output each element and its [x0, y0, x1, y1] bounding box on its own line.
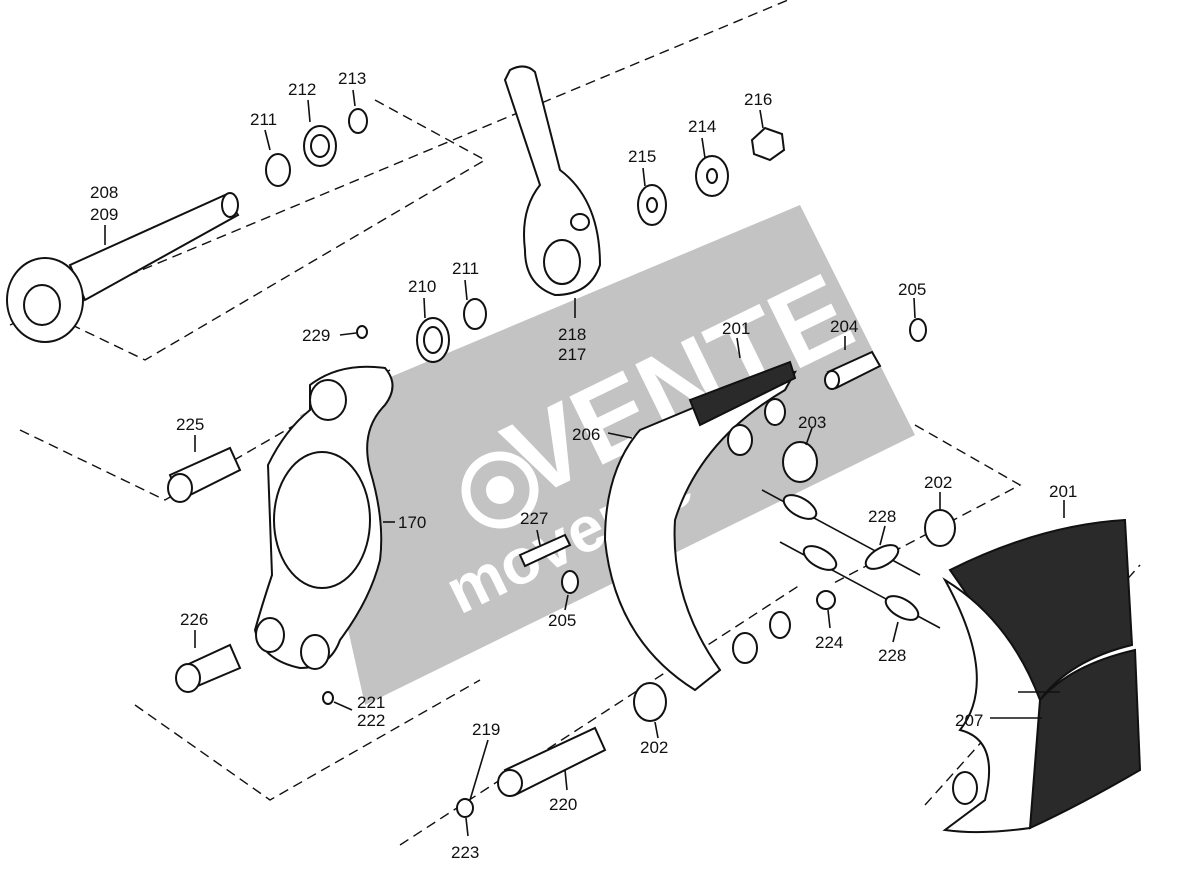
part-label-p220: 220	[549, 795, 577, 814]
part-label-p203: 203	[798, 413, 826, 432]
slack-adjuster	[503, 65, 602, 297]
part-label-p227: 227	[520, 509, 548, 528]
part-label-p225: 225	[176, 415, 204, 434]
watermark: VENTE movente	[300, 205, 915, 705]
bushings	[167, 441, 956, 722]
part-label-p205b: 205	[548, 611, 576, 630]
part-label-p202b: 202	[640, 738, 668, 757]
part-label-p222: 222	[357, 711, 385, 730]
return-springs	[761, 489, 941, 629]
part-label-p207: 207	[955, 711, 983, 730]
part-label-p214: 214	[688, 117, 716, 136]
part-label-p211b: 211	[452, 259, 479, 278]
part-label-p223: 223	[451, 843, 479, 862]
part-label-p218: 218	[558, 325, 586, 344]
part-label-p224: 224	[815, 633, 843, 652]
camshaft	[6, 192, 240, 343]
washers-and-rings	[265, 108, 927, 594]
part-label-p201a: 201	[722, 319, 750, 338]
part-label-p229: 229	[302, 326, 330, 345]
part-number-labels: 201 201 202 202 203 204 205 205 206 207 208 209 210 2…	[90, 69, 1077, 862]
part-label-p206: 206	[572, 425, 600, 444]
part-label-p170: 170	[398, 513, 426, 532]
part-label-p204: 204	[830, 317, 858, 336]
part-label-p212: 212	[288, 80, 316, 99]
part-label-p221: 221	[357, 693, 385, 712]
part-label-p215: 215	[628, 147, 656, 166]
part-label-p208: 208	[90, 183, 118, 202]
part-label-p202a: 202	[924, 473, 952, 492]
brake-lining	[942, 518, 1142, 834]
anchor-bracket	[253, 325, 394, 705]
part-label-p209: 209	[90, 205, 118, 224]
part-label-p211a: 211	[250, 110, 277, 129]
part-label-p205a: 205	[898, 280, 926, 299]
pins	[456, 350, 882, 818]
part-label-p210: 210	[408, 277, 436, 296]
part-label-p228b: 228	[878, 646, 906, 665]
part-label-p219: 219	[472, 720, 500, 739]
part-label-p216: 216	[744, 90, 772, 109]
brake-shoe	[603, 360, 797, 692]
part-label-p226: 226	[180, 610, 208, 629]
part-label-p217: 217	[558, 345, 586, 364]
part-label-p201b: 201	[1049, 482, 1077, 501]
part-label-p213: 213	[338, 69, 366, 88]
part-label-p228a: 228	[868, 507, 896, 526]
leader-lines	[104, 89, 1065, 837]
